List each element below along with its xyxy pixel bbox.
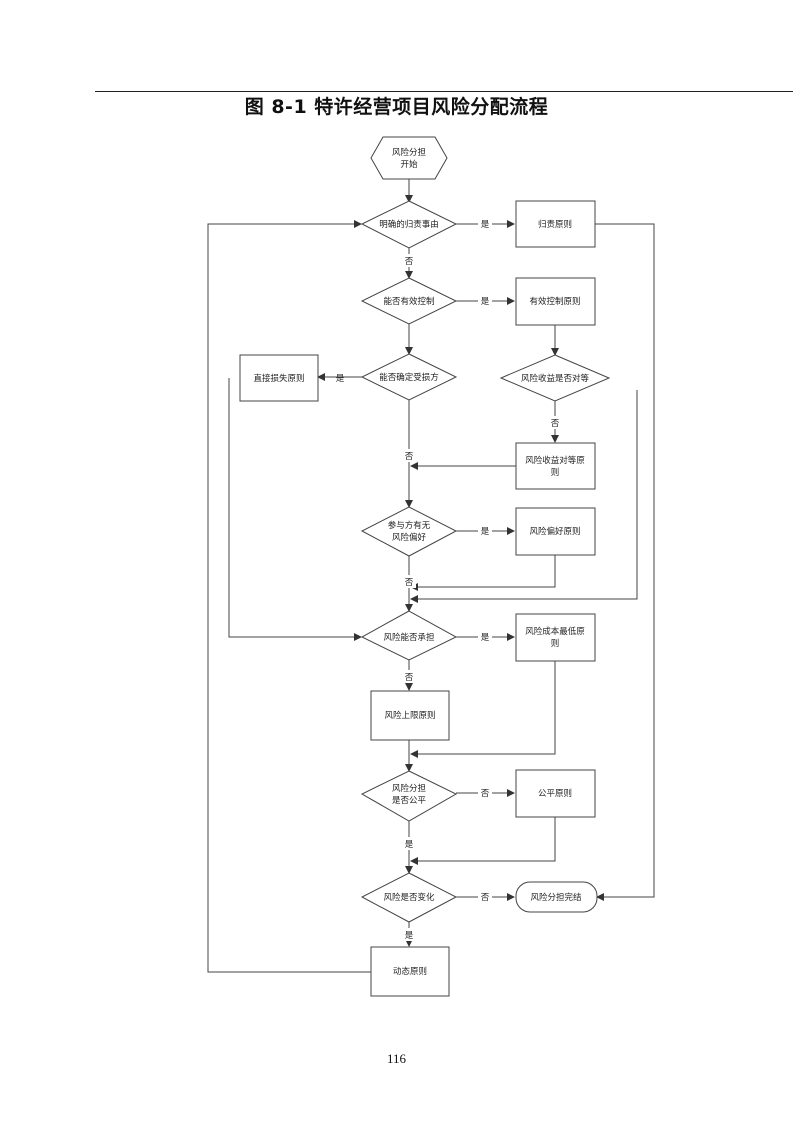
box-b2-label: 有效控制原则	[529, 296, 580, 307]
label-yes-d3: 是	[336, 374, 345, 384]
start-node: 风险分担 开始	[370, 136, 448, 180]
label-no-benefit: 否	[551, 419, 560, 429]
box-b4: 风险偏好原则	[515, 507, 596, 556]
start-node-label-2: 开始	[400, 159, 418, 170]
label-no-d4: 否	[405, 578, 414, 588]
edge-b1-end	[595, 223, 655, 901]
decision-d3-label: 能否确定受损方	[379, 372, 439, 383]
box-b6: 公平原则	[515, 769, 596, 818]
box-benefit-label-2: 则	[551, 467, 560, 478]
edge-benefit-right-trunk	[410, 390, 638, 603]
label-yes-d2: 是	[481, 297, 490, 307]
label-no-d1: 否	[405, 257, 414, 267]
label-yes-d4: 是	[481, 527, 490, 537]
box-dynamic-label: 动态原则	[393, 966, 427, 977]
box-benefit: 风险收益对等原 则	[515, 442, 596, 490]
edge-direct-d5	[228, 378, 362, 641]
decision-d6-label-2: 是否公平	[392, 796, 427, 806]
box-direct: 直接损失原则	[239, 354, 319, 402]
label-no-d5: 否	[405, 673, 414, 683]
decision-benefit-label: 风险收益是否对等	[521, 373, 590, 384]
decision-benefit: 风险收益是否对等	[499, 354, 611, 402]
decision-d4-label-2: 风险偏好	[392, 532, 427, 543]
figure-title: 图 8-1 特许经营项目风险分配流程	[244, 96, 549, 118]
decision-d5: 风险能否承担	[360, 610, 458, 661]
box-upper-label: 风险上限原则	[384, 710, 435, 721]
label-no-d6: 否	[481, 789, 490, 799]
box-upper: 风险上限原则	[370, 690, 450, 741]
decision-d3: 能否确定受损方	[360, 353, 458, 401]
decision-d5-label: 风险能否承担	[383, 632, 435, 643]
edge-b5-trunk	[410, 661, 556, 758]
label-yes-d6: 是	[405, 840, 414, 850]
edge-b4-trunk	[410, 555, 556, 591]
decision-d1: 明确的归责事由	[360, 200, 458, 249]
box-benefit-label-1: 风险收益对等原	[525, 455, 585, 466]
page-number: 116	[386, 1051, 407, 1066]
box-b5-label-2: 则	[551, 638, 560, 649]
decision-d2: 能否有效控制	[360, 277, 458, 325]
decision-d7: 风险是否变化	[360, 872, 458, 923]
header-rule	[95, 91, 793, 92]
decision-d4-label-1: 参与方有无	[388, 520, 431, 531]
box-direct-label: 直接损失原则	[253, 373, 304, 384]
label-yes-d1: 是	[481, 220, 490, 230]
label-no-d7: 否	[481, 893, 490, 903]
edge-b6-trunk	[410, 817, 556, 865]
end-node-label: 风险分担完结	[530, 892, 581, 903]
box-b1: 归责原则	[515, 200, 596, 248]
box-b5-label-1: 风险成本最低原	[525, 626, 585, 637]
box-b5: 风险成本最低原 则	[515, 613, 596, 662]
edge-labels: 是 是 是 是 否 否 是 否 否 否 否 否 是 是	[336, 217, 562, 941]
box-b2: 有效控制原则	[515, 277, 596, 326]
decision-d2-label: 能否有效控制	[383, 296, 434, 307]
decision-d7-label: 风险是否变化	[383, 892, 435, 903]
decision-d6-label-1: 风险分担	[392, 783, 427, 794]
label-yes-d7: 是	[405, 931, 414, 941]
label-no-d3: 否	[405, 452, 414, 462]
start-node-label-1: 风险分担	[392, 147, 427, 158]
box-dynamic: 动态原则	[370, 946, 450, 997]
box-b4-label: 风险偏好原则	[529, 526, 580, 537]
decision-d1-label: 明确的归责事由	[379, 219, 439, 230]
end-node: 风险分担完结	[515, 881, 598, 913]
decision-d6: 风险分担 是否公平	[360, 770, 458, 822]
decision-d4: 参与方有无 风险偏好	[360, 506, 458, 557]
edge-dynamic-d1	[207, 220, 371, 973]
box-b6-label: 公平原则	[538, 788, 572, 799]
box-b1-label: 归责原则	[538, 219, 572, 230]
label-yes-d5: 是	[481, 633, 490, 643]
